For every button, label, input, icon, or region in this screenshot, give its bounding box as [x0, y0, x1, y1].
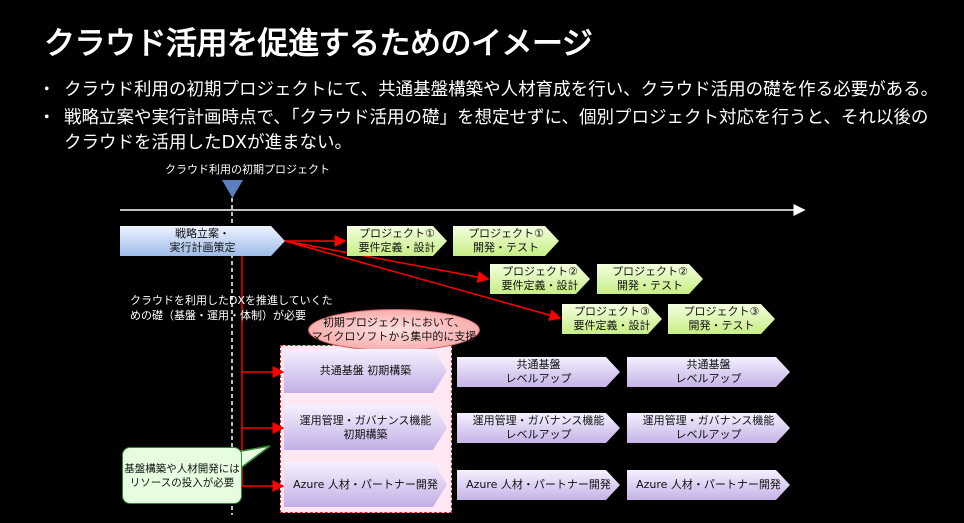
support-note-bubble: 初期プロジェクトにおいて、 マイクロソフトから集中的に支援 — [308, 309, 480, 351]
milestone-triangle — [222, 180, 243, 198]
track-3-initial: Azure 人材・パートナー開発 — [284, 462, 447, 507]
arrow-to-project-2 — [284, 240, 490, 283]
foundation-note: クラウドを利用したDXを推進していくた めの礎（基盤・運用・体制）が必要 — [130, 294, 333, 322]
track-3-next-1: Azure 人材・パートナー開発 — [457, 470, 620, 500]
project-3-design: プロジェクト③ 要件定義・設計 — [562, 304, 662, 334]
track-1-next-1: 共通基盤 レベルアップ — [457, 357, 620, 387]
project-1-dev: プロジェクト① 開発・テスト — [453, 226, 559, 256]
project-2-design: プロジェクト② 要件定義・設計 — [490, 264, 590, 294]
track-1-initial: 共通基盤 初期構築 — [284, 349, 447, 393]
track-2-next-1: 運用管理・ガバナンス機能 レベルアップ — [457, 413, 620, 443]
track-2-initial: 運用管理・ガバナンス機能 初期構築 — [284, 405, 447, 450]
project-2-dev: プロジェクト② 開発・テスト — [597, 264, 703, 294]
track-2-next-2: 運用管理・ガバナンス機能 レベルアップ — [627, 413, 790, 443]
strategy-box: 戦略立案・ 実行計画策定 — [120, 226, 285, 256]
page-title: クラウド活用を促進するためのイメージ — [44, 26, 593, 62]
track-1-next-2: 共通基盤 レベルアップ — [627, 357, 790, 387]
project-1-design: プロジェクト① 要件定義・設計 — [347, 226, 447, 256]
resource-callout: 基盤構築や人材開発には リソースの投入が必要 — [122, 447, 242, 504]
arrow-to-project-3 — [284, 240, 562, 321]
milestone-label: クラウド利用の初期プロジェクト — [165, 163, 330, 176]
project-3-dev: プロジェクト③ 開発・テスト — [668, 304, 775, 334]
track-3-next-2: Azure 人材・パートナー開発 — [627, 470, 790, 500]
